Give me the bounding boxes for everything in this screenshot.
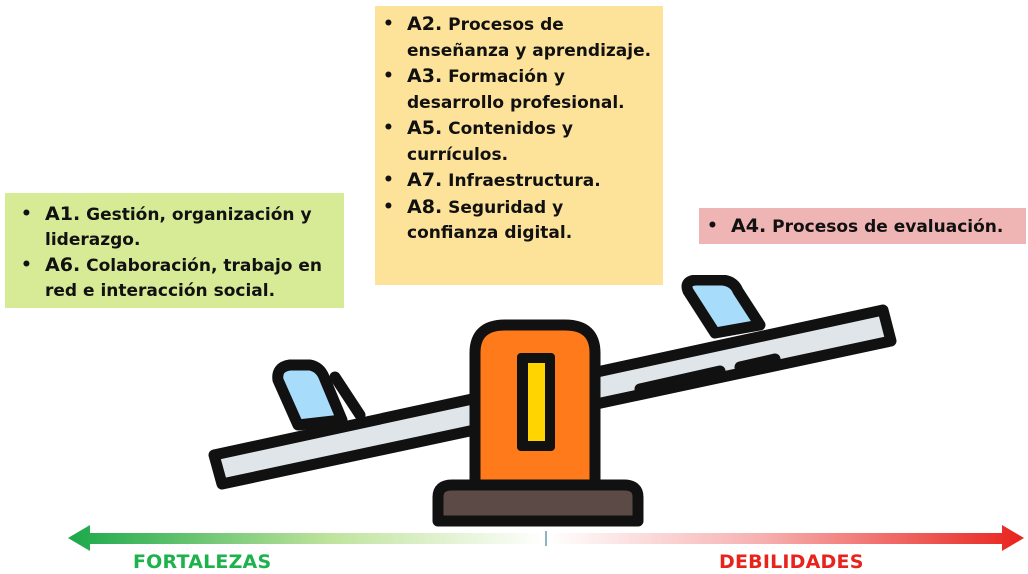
- seesaw-icon: [208, 275, 897, 527]
- arrow-left: [68, 525, 544, 551]
- area-name: Seguridad y confianza digital.: [407, 197, 573, 244]
- arrow-right: [548, 525, 1024, 551]
- list-item: A3. Formación y desarrollo profesional.: [377, 64, 657, 116]
- area-code: A8.: [407, 195, 443, 218]
- area-code: A6.: [45, 254, 81, 276]
- area-name: Formación y desarrollo profesional.: [407, 67, 625, 113]
- right-seat: [681, 275, 766, 339]
- fortalezas-label: FORTALEZAS: [133, 551, 272, 573]
- area-code: A5.: [407, 117, 443, 139]
- list-item: A8. Seguridad y confianza digital.: [377, 195, 657, 247]
- fortalezas-debilidades-arrow: [68, 525, 1024, 551]
- area-code: A3.: [407, 65, 443, 87]
- area-name: Contenidos y currículos.: [407, 119, 573, 165]
- list-item: A2. Procesos de enseñanza y aprendizaje.: [377, 12, 657, 64]
- seesaw-ground: [432, 479, 644, 527]
- area-name: Colaboración, trabajo en red e interacci…: [45, 256, 323, 301]
- list-item: A6. Colaboración, trabajo en red e inter…: [15, 253, 336, 304]
- list-item: A1. Gestión, organización y liderazgo.: [15, 202, 336, 253]
- list-item: A7. Infraestructura.: [377, 168, 657, 195]
- area-code: A1.: [45, 203, 81, 225]
- seesaw-base: [469, 319, 601, 506]
- area-code: A7.: [407, 169, 443, 191]
- area-code: A2.: [407, 13, 443, 35]
- area-name: Infraestructura.: [448, 171, 601, 191]
- fortalezas-box: A1. Gestión, organización y liderazgo. A…: [5, 193, 344, 308]
- debilidades-box: A4. Procesos de evaluación.: [699, 208, 1026, 244]
- area-name: Procesos de evaluación.: [772, 217, 1004, 237]
- list-item: A4. Procesos de evaluación.: [701, 214, 1022, 240]
- area-name: Procesos de enseñanza y aprendizaje.: [407, 15, 652, 61]
- left-seat: [272, 359, 366, 431]
- area-name: Gestión, organización y liderazgo.: [45, 205, 312, 250]
- neutral-box: A2. Procesos de enseñanza y aprendizaje.…: [375, 6, 663, 285]
- debilidades-label: DEBILIDADES: [719, 551, 864, 573]
- list-item: A5. Contenidos y currículos.: [377, 116, 657, 168]
- area-code: A4.: [731, 215, 767, 237]
